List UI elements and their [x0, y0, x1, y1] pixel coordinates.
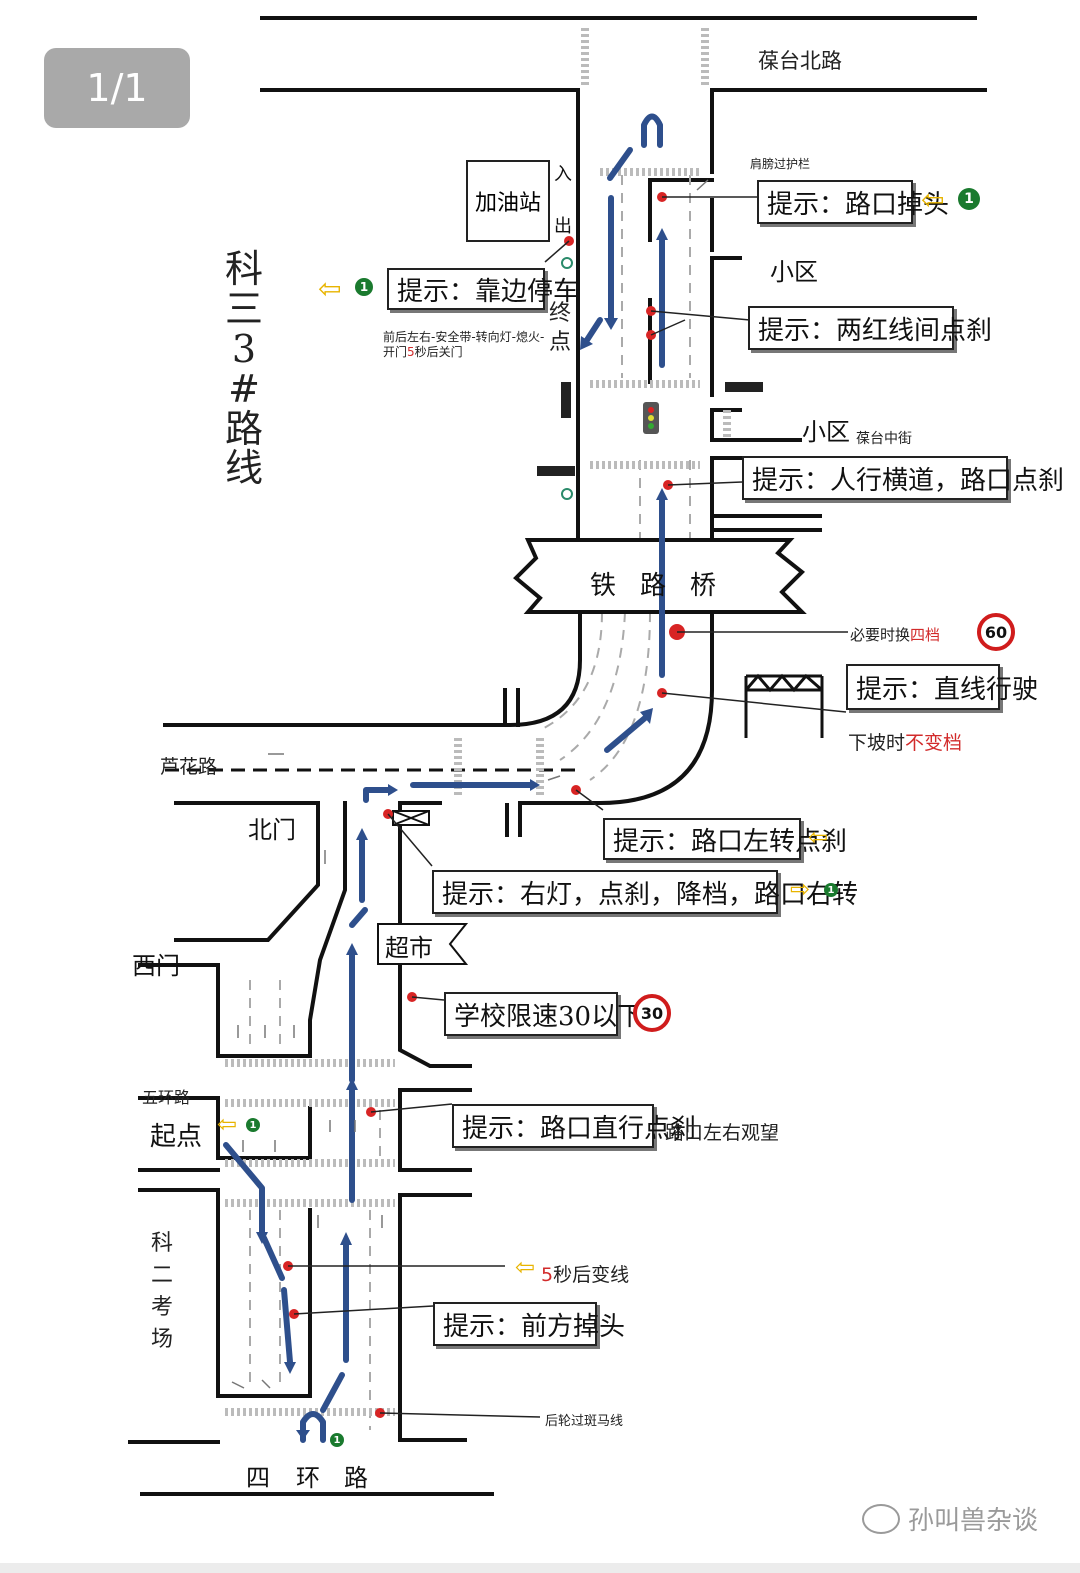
route-title-char: 路 [224, 406, 263, 451]
road-label-middle-street: 葆台中街 [856, 431, 912, 447]
speed-limit-60-sign: 60 [977, 613, 1015, 651]
marker-one-icon: 1 [330, 1433, 344, 1447]
end-label-char: 终 [548, 301, 571, 326]
road-label-north: 葆台北路 [758, 49, 842, 73]
exam-site-char: 二 [150, 1262, 173, 1288]
route-title-char: 线 [224, 446, 263, 491]
hint-school-limit: 学校限速30以下 [444, 992, 643, 1036]
speed-limit-30-sign: 30 [633, 994, 671, 1032]
hint-red-line-brake: 提示：两红线间点刹 [748, 306, 992, 350]
hint-ahead-uturn: 提示：前方掉头 [433, 1302, 625, 1346]
bridge-label-char: 铁 [590, 571, 617, 601]
marker-one-icon: 1 [246, 1118, 260, 1132]
crosswalks [225, 28, 731, 1416]
note-lane-change-a: 5 [541, 1264, 554, 1286]
end-label: 终 点 [547, 302, 573, 354]
note-downhill: 下坡时不变档 [848, 728, 962, 755]
north-gate-label: 北门 [248, 816, 296, 844]
community-label: 小区 [802, 418, 850, 446]
note-parking-steps-2-a: 开门 [383, 345, 408, 359]
end-label-char: 点 [548, 330, 571, 356]
route-title: 科 三 3 # 路 线 [224, 247, 264, 491]
supermarket-label: 超市 [385, 934, 433, 962]
camera-icon [392, 810, 430, 826]
hint-straight: 提示：直线行驶 [846, 664, 1038, 710]
road-label-wuhuan: 五环路 [142, 1088, 191, 1107]
marker-one-icon: 1 [958, 188, 980, 210]
gantry-icon [744, 673, 824, 738]
community-label: 小区 [770, 258, 818, 286]
note-downhill-a: 下坡时 [848, 732, 906, 754]
gas-station-box: 加油站 [466, 160, 550, 242]
note-lane-change: 5秒后变线 [541, 1260, 629, 1287]
watermark: 孙叫兽杂谈 [862, 1500, 1038, 1537]
marker-one-icon: 1 [355, 278, 373, 296]
route-title-char: 三 [224, 286, 263, 331]
gas-station-label: 加油站 [474, 191, 541, 216]
hint-arrow-icon: ⇦ [515, 1253, 536, 1281]
note-parking-steps: 前后左右-安全带-转向灯-熄火- [383, 330, 545, 344]
exam-site-label: 科 二 考 场 [148, 1228, 176, 1356]
route-arrowheads [256, 228, 668, 1440]
chat-bubble-icon [862, 1503, 900, 1534]
watermark-text: 孙叫兽杂谈 [908, 1506, 1039, 1536]
route-title-char: 3 [231, 326, 257, 371]
note-parking-steps-2-b: 5 [407, 345, 415, 359]
entrance-label: 入 [554, 164, 572, 185]
hint-left-turn-brake: 提示：路口左转点刹 [603, 818, 847, 860]
hint-pull-over: 提示：靠边停车 [387, 268, 579, 310]
west-gate-label: 西门 [132, 952, 180, 980]
exit-label: 出 [554, 216, 572, 237]
hint-arrow-icon: ⇨ [790, 875, 811, 903]
hint-crosswalk-brake: 提示：人行横道，路口点刹 [742, 456, 1064, 500]
supermarket-flag [377, 923, 469, 965]
route-path [223, 113, 665, 1443]
exam-site-char: 科 [150, 1231, 173, 1256]
road-label-sihuan-char: 路 [344, 1464, 368, 1492]
hint-uturn: 提示：路口掉头 [757, 180, 949, 224]
hint-arrow-icon: ⇦ [921, 183, 945, 216]
road-label-sihuan-char: 四 [246, 1464, 270, 1492]
note-gear-b: 四档 [910, 626, 941, 644]
note-lane-change-b: 秒后变线 [553, 1264, 630, 1286]
road-label-sihuan-char: 环 [296, 1464, 320, 1492]
bridge-label-char: 桥 [690, 571, 717, 601]
note-downhill-b: 不变档 [905, 732, 963, 754]
hint-right-turn: 提示：右灯，点刹，降档，路口右转 [432, 870, 858, 914]
note-look-both: 路口左右观望 [665, 1122, 780, 1144]
hint-arrow-icon: ⇦ [318, 272, 342, 305]
marker-one-icon: 1 [824, 883, 838, 897]
route-title-char: 科 [224, 247, 263, 291]
page-indicator[interactable]: 1/1 [44, 48, 190, 128]
bridge-label-char: 路 [640, 571, 667, 601]
hint-arrow-icon: ⇦ [217, 1110, 238, 1138]
exam-site-char: 场 [150, 1326, 173, 1352]
start-label: 起点 [150, 1122, 203, 1152]
road-label-luhua: 芦花路 [160, 756, 218, 778]
traffic-light-icons [537, 257, 763, 500]
lane-markings [249, 175, 691, 1430]
route-title-char: # [228, 366, 260, 411]
note-rear-wheel: 后轮过斑马线 [545, 1414, 624, 1429]
note-gear: 必要时换四档 [850, 624, 940, 645]
note-guardrail: 肩膀过护栏 [750, 157, 811, 171]
note-parking-steps-2-c: 秒后关门 [414, 345, 463, 359]
note-parking-steps-2: 开门5秒后关门 [383, 343, 463, 360]
exam-site-char: 考 [150, 1294, 173, 1320]
hint-straight-brake: 提示：路口直行点刹 [452, 1104, 696, 1148]
lane-direction-arrows [231, 179, 709, 1389]
note-gear-a: 必要时换 [850, 626, 911, 644]
hint-arrow-icon: ⇦ [808, 823, 829, 851]
leader-lines [288, 196, 848, 1418]
